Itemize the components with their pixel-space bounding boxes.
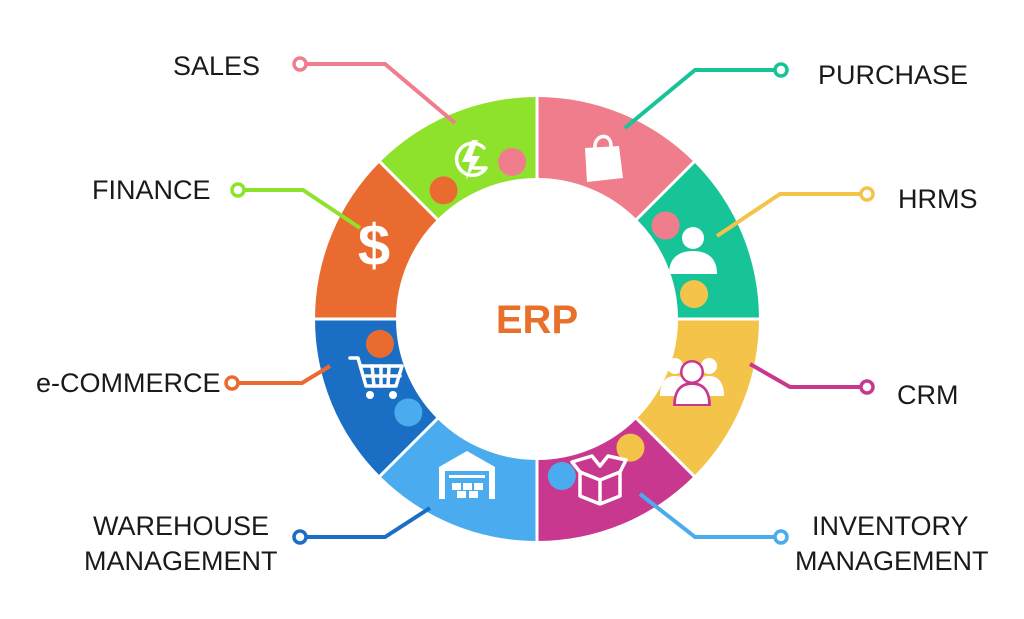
label-warehouse-line2: MANAGEMENT (84, 546, 278, 576)
center-disc (399, 181, 675, 457)
puzzle-knob (616, 433, 645, 462)
segment-separator (634, 159, 697, 222)
segment-crm (537, 418, 694, 541)
segment-finance (380, 97, 537, 220)
dollar-icon: $ (358, 213, 390, 278)
segment-separators (313, 95, 761, 543)
end-ring-warehouse (292, 529, 308, 545)
segment-icons: $ (348, 134, 724, 506)
people-group-icon (660, 358, 724, 406)
connector-warehouse (300, 506, 432, 539)
puzzle-knob (394, 398, 423, 427)
segment-separator (377, 416, 440, 479)
connector-crm (749, 362, 867, 389)
segment-inventory (380, 418, 537, 541)
label-sales: SALES (173, 51, 260, 81)
segment-separator (377, 159, 440, 222)
segment-ecommerce (315, 162, 438, 319)
end-ring-sales (292, 56, 308, 72)
puzzle-knob (547, 462, 576, 491)
end-ring-purchase (773, 62, 789, 78)
label-hrms: HRMS (898, 184, 978, 214)
connector-purchase (623, 68, 781, 130)
connector-ecommerce (232, 364, 332, 385)
end-ring-crm (859, 379, 875, 395)
module-labels: SALES PURCHASE HRMS CRM INVENTORY MANAGE… (36, 51, 989, 576)
end-ring-ecommerce (224, 375, 240, 391)
lightning-g-icon (454, 140, 488, 180)
label-crm: CRM (897, 380, 959, 410)
warehouse-icon (439, 451, 495, 499)
puzzle-knob (429, 176, 458, 205)
end-ring-hrms (859, 186, 875, 202)
shopping-cart-icon (348, 356, 404, 399)
label-ecommerce: e-COMMERCE (36, 368, 221, 398)
segment-warehouse (315, 319, 438, 476)
label-purchase: PURCHASE (818, 60, 968, 90)
open-box-icon (570, 454, 628, 506)
end-ring-finance (230, 182, 246, 198)
puzzle-knob (365, 329, 394, 358)
connector-inventory (638, 492, 781, 539)
connector-end-rings (224, 56, 875, 545)
puzzle-knobs (365, 147, 709, 491)
label-finance: FINANCE (92, 175, 211, 205)
end-ring-inventory (773, 529, 789, 545)
connector-hrms (715, 192, 867, 238)
label-inventory-line1: INVENTORY (812, 511, 969, 541)
puzzle-knob (498, 147, 527, 176)
shopping-bag-icon (585, 134, 623, 182)
label-warehouse-line1: WAREHOUSE (93, 511, 269, 541)
puzzle-knob (680, 280, 709, 309)
segment-separator (634, 416, 697, 479)
connector-finance (238, 188, 362, 230)
puzzle-knob (651, 211, 680, 240)
person-icon (669, 227, 717, 274)
connector-lines (232, 62, 867, 539)
center-title: ERP (496, 298, 578, 342)
label-inventory-line2: MANAGEMENT (795, 546, 989, 576)
connector-sales (300, 62, 457, 125)
